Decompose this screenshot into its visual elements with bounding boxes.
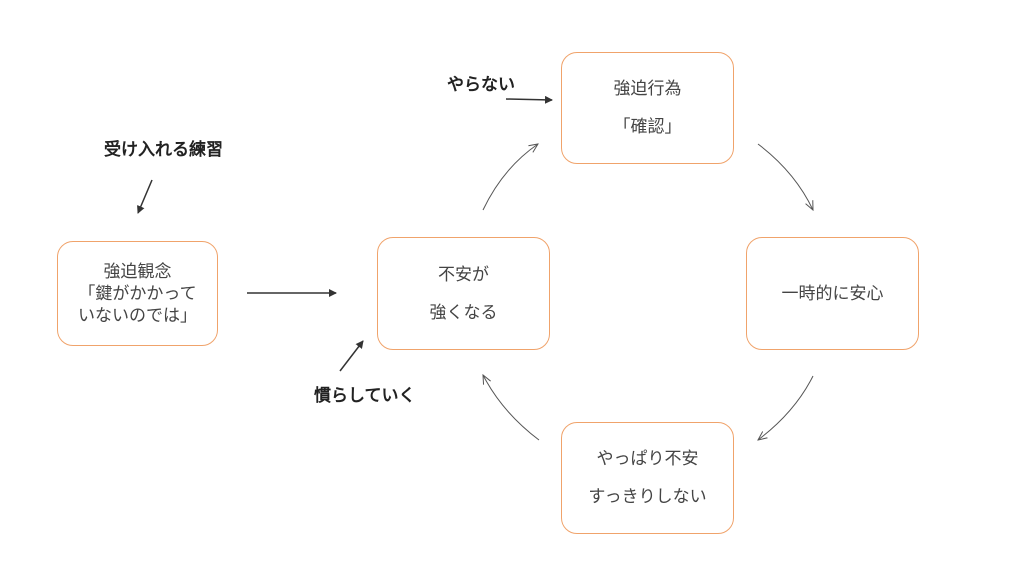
- node-obsession-line-3: いないのでは」: [78, 305, 197, 326]
- node-obsession-line-1: 強迫観念: [103, 261, 172, 282]
- node-compulsion-line-1: 強迫行為: [613, 79, 682, 99]
- label-habituate: 慣らしていく: [314, 386, 416, 406]
- node-obsession: 強迫観念 「鍵がかかって いないのでは」: [57, 241, 218, 346]
- node-unsettled-line-2: すっきりしない: [588, 487, 707, 507]
- cycle-arrow-compulsion-to-relief: [757, 143, 813, 210]
- arrow-accept: [137, 179, 153, 214]
- node-anxiety-line-1: 不安が: [438, 264, 489, 285]
- node-obsession-line-2: 「鍵がかかって: [78, 283, 197, 304]
- node-unsettled: やっぱり不安 すっきりしない: [561, 422, 734, 534]
- node-relief-line-1: 一時的に安心: [781, 283, 884, 304]
- arrow-dont: [505, 95, 553, 104]
- label-dont-do: やらない: [447, 75, 515, 95]
- node-compulsion-line-2: 「確認」: [613, 117, 682, 137]
- node-compulsion: 強迫行為 「確認」: [561, 52, 734, 164]
- cycle-arrow-unsettled-to-anxiety: [483, 375, 540, 441]
- arrow-habituate: [339, 340, 364, 372]
- node-relief: 一時的に安心: [746, 237, 919, 350]
- node-unsettled-line-1: やっぱり不安: [596, 449, 699, 469]
- cycle-arrow-anxiety-to-compulsion: [482, 144, 538, 211]
- node-anxiety: 不安が 強くなる: [377, 237, 550, 350]
- node-anxiety-line-2: 強くなる: [429, 302, 498, 323]
- label-accept-practice: 受け入れる練習: [104, 140, 223, 160]
- cycle-arrow-relief-to-unsettled: [758, 375, 814, 440]
